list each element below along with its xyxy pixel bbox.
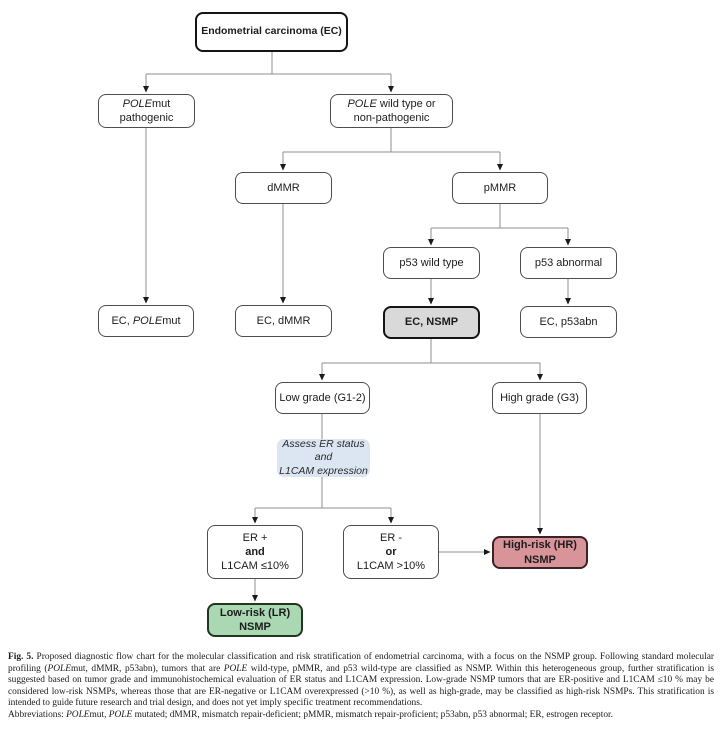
node-high-risk-nsmp: High-risk (HR) NSMP xyxy=(492,536,588,569)
node-low-grade: Low grade (G1-2) xyxy=(275,382,370,414)
node-polemut-pathogenic: POLEmut pathogenic xyxy=(98,94,195,128)
node-p53-wildtype: p53 wild type xyxy=(383,247,480,279)
node-pmmr: pMMR xyxy=(452,172,548,204)
node-ec-p53abn: EC, p53abn xyxy=(520,306,617,338)
flowchart-connectors xyxy=(143,52,571,602)
node-label: Endometrial carcinoma (EC) xyxy=(201,25,342,38)
node-endometrial-carcinoma: Endometrial carcinoma (EC) xyxy=(195,12,348,52)
figure-caption: Fig. 5. Proposed diagnostic flow chart f… xyxy=(8,652,714,722)
node-assess-er-l1cam: Assess ER status and L1CAM expression xyxy=(277,438,370,477)
node-pole-wildtype: POLE wild type or non-pathogenic xyxy=(330,94,453,128)
node-p53-abnormal: p53 abnormal xyxy=(520,247,617,279)
node-ec-dmmr: EC, dMMR xyxy=(235,305,332,337)
node-ec-polemut: EC, POLEmut xyxy=(98,305,194,337)
node-er-positive: ER + and L1CAM ≤10% xyxy=(207,525,303,579)
caption-paragraph: Fig. 5. Proposed diagnostic flow chart f… xyxy=(8,652,714,709)
flowchart: Endometrial carcinoma (EC) POLEmut patho… xyxy=(98,12,617,637)
node-high-grade: High grade (G3) xyxy=(492,382,587,414)
abbreviations-line: Abbreviations: POLEmut, POLE mutated; dM… xyxy=(8,709,613,720)
node-low-risk-nsmp: Low-risk (LR) NSMP xyxy=(207,603,303,637)
node-dmmr: dMMR xyxy=(235,172,332,204)
node-er-negative: ER - or L1CAM >10% xyxy=(343,525,439,579)
node-ec-nsmp: EC, NSMP xyxy=(383,306,480,339)
figure-label: Fig. 5. xyxy=(8,652,34,662)
